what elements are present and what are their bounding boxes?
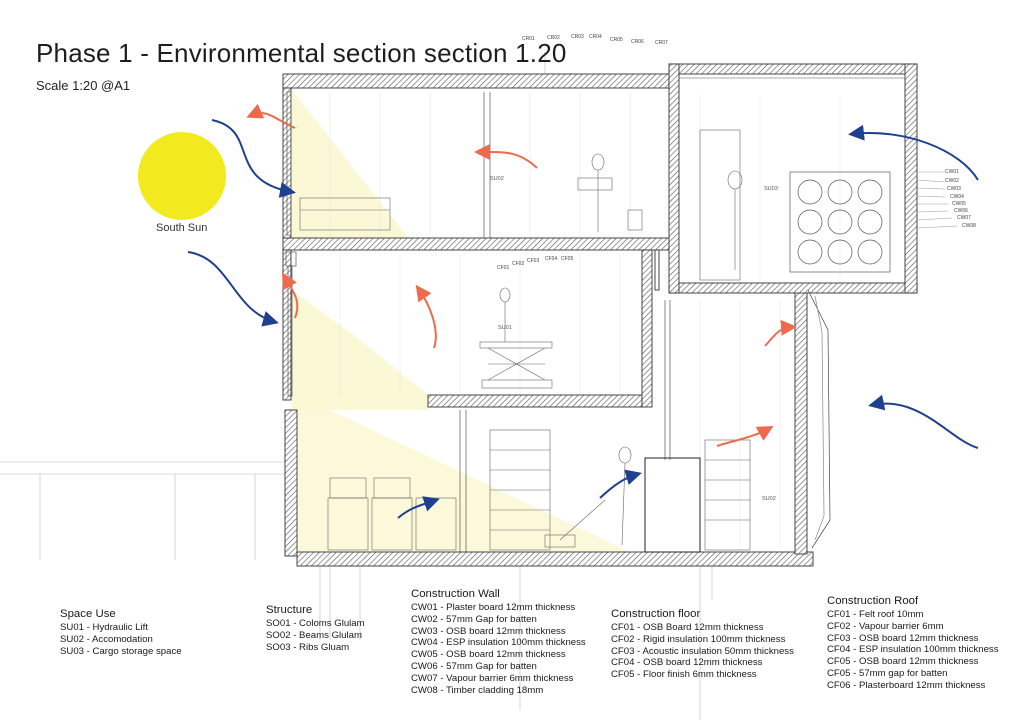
legend-item: SU03 - Cargo storage space xyxy=(60,645,182,657)
structure-heading: Structure xyxy=(266,604,313,616)
roof-tag: CR02 xyxy=(547,35,560,41)
wall-tag: CW08 xyxy=(962,223,976,229)
floor-tag: CF02 xyxy=(512,261,525,267)
legend-item: CF05 - OSB board 12mm thickness xyxy=(827,656,979,668)
legend-item: CF06 - Plasterboard 12mm thickness xyxy=(827,679,986,691)
wall-tag: CW06 xyxy=(954,208,968,214)
legend-item: CW04 - ESP insulation 100mm thickness xyxy=(411,637,586,649)
roof-tag: CR01 xyxy=(522,36,535,42)
room-label-su02-lower: SU02 xyxy=(762,496,776,502)
fan-unit xyxy=(797,179,883,265)
wall-tag: CW02 xyxy=(945,178,959,184)
wall-tag: CW01 xyxy=(945,169,959,175)
construction-wall-heading: Construction Wall xyxy=(411,588,500,600)
sunlight-wedges xyxy=(292,90,630,552)
wall-tag: CW05 xyxy=(952,201,966,207)
ground-lines xyxy=(0,52,713,720)
roof-tag: CR06 xyxy=(631,39,644,45)
sun-label: South Sun xyxy=(156,222,208,234)
legend-item: SU02 - Accomodation xyxy=(60,633,153,645)
roof-tag: CR04 xyxy=(589,34,602,40)
legend-item: CF04 - ESP insulation 100mm thickness xyxy=(827,644,999,656)
space-use-heading: Space Use xyxy=(60,608,116,620)
legend-item: CF01 - Felt roof 10mm xyxy=(827,609,924,620)
legend-item: CF05 - Floor finish 6mm thickness xyxy=(611,669,757,681)
legend-item: SO03 - Ribs Gluam xyxy=(266,641,350,653)
legend-item: CF03 - OSB board 12mm thickness xyxy=(827,632,979,644)
floor-tag: CF05 xyxy=(561,256,574,262)
roof-tag: CR03 xyxy=(571,34,584,40)
legend-item: CW06 - 57mm Gap for batten xyxy=(411,660,537,672)
room-label-su02: SU02 xyxy=(490,176,504,182)
legend-item: CW03 - OSB board 12mm thickness xyxy=(411,625,566,637)
legend-item: CW05 - OSB board 12mm thickness xyxy=(411,649,566,661)
legend-item: SO02 - Beams Glulam xyxy=(266,629,362,641)
construction-roof-legend: Construction Roof CF01 - Felt roof 10mm … xyxy=(827,594,999,692)
window-frames xyxy=(285,91,831,552)
legend-item: SO01 - Coloms Glulam xyxy=(266,618,365,629)
legend-item: CF02 - Vapour barrier 6mm xyxy=(827,620,944,632)
wall-tag: CW07 xyxy=(957,215,971,221)
sun-icon xyxy=(138,132,226,220)
legend-item: CF02 - Rigid insulation 100mm thickness xyxy=(611,633,786,645)
scale-label: Scale 1:20 @A1 xyxy=(36,78,131,93)
space-use-legend: Space Use SU01 - Hydraulic Lift SU02 - A… xyxy=(60,607,182,657)
roof-tag: CR05 xyxy=(610,37,623,43)
page-title: Phase 1 - Environmental section section … xyxy=(36,38,567,68)
legend-item: CW08 - Timber cladding 18mm xyxy=(411,684,544,696)
construction-floor-legend: Construction floor CF01 - OSB Board 12mm… xyxy=(611,607,794,681)
construction-wall-legend: Construction Wall CW01 - Plaster board 1… xyxy=(411,587,586,696)
legend-item: CF04 - OSB board 12mm thickness xyxy=(611,657,763,669)
floor-tag: CF04 xyxy=(545,256,558,262)
legend-item: CF03 - Acoustic insulation 50mm thicknes… xyxy=(611,645,794,657)
legend-item: CF05 - 57mm gap for batten xyxy=(827,667,948,679)
wall-tag-leaders xyxy=(916,171,958,229)
legend-item: CW07 - Vapour barrier 6mm thickness xyxy=(411,672,574,684)
floor-tag: CF01 xyxy=(497,265,510,271)
floor-tag: CF03 xyxy=(527,258,540,264)
cold-air-arrows xyxy=(187,119,979,519)
legend-item: CW01 - Plaster board 12mm thickness xyxy=(411,602,576,613)
legend-item: SU01 - Hydraulic Lift xyxy=(60,622,148,633)
legend-item: CW02 - 57mm Gap for batten xyxy=(411,613,537,625)
wall-tag: CW04 xyxy=(950,194,964,200)
room-label-su03: SU03 xyxy=(764,186,778,192)
warm-air-arrows xyxy=(246,103,797,447)
structure-legend: Structure SO01 - Coloms Glulam SO02 - Be… xyxy=(266,603,365,653)
room-label-su01: SU01 xyxy=(498,325,512,331)
building-structure xyxy=(282,63,918,567)
construction-floor-heading: Construction floor xyxy=(611,608,701,620)
interior-props xyxy=(299,129,891,553)
legend-item: CF01 - OSB Board 12mm thickness xyxy=(611,622,764,633)
wall-tag: CW03 xyxy=(947,186,961,192)
roof-tag: CR07 xyxy=(655,40,668,46)
construction-roof-heading: Construction Roof xyxy=(827,595,919,607)
